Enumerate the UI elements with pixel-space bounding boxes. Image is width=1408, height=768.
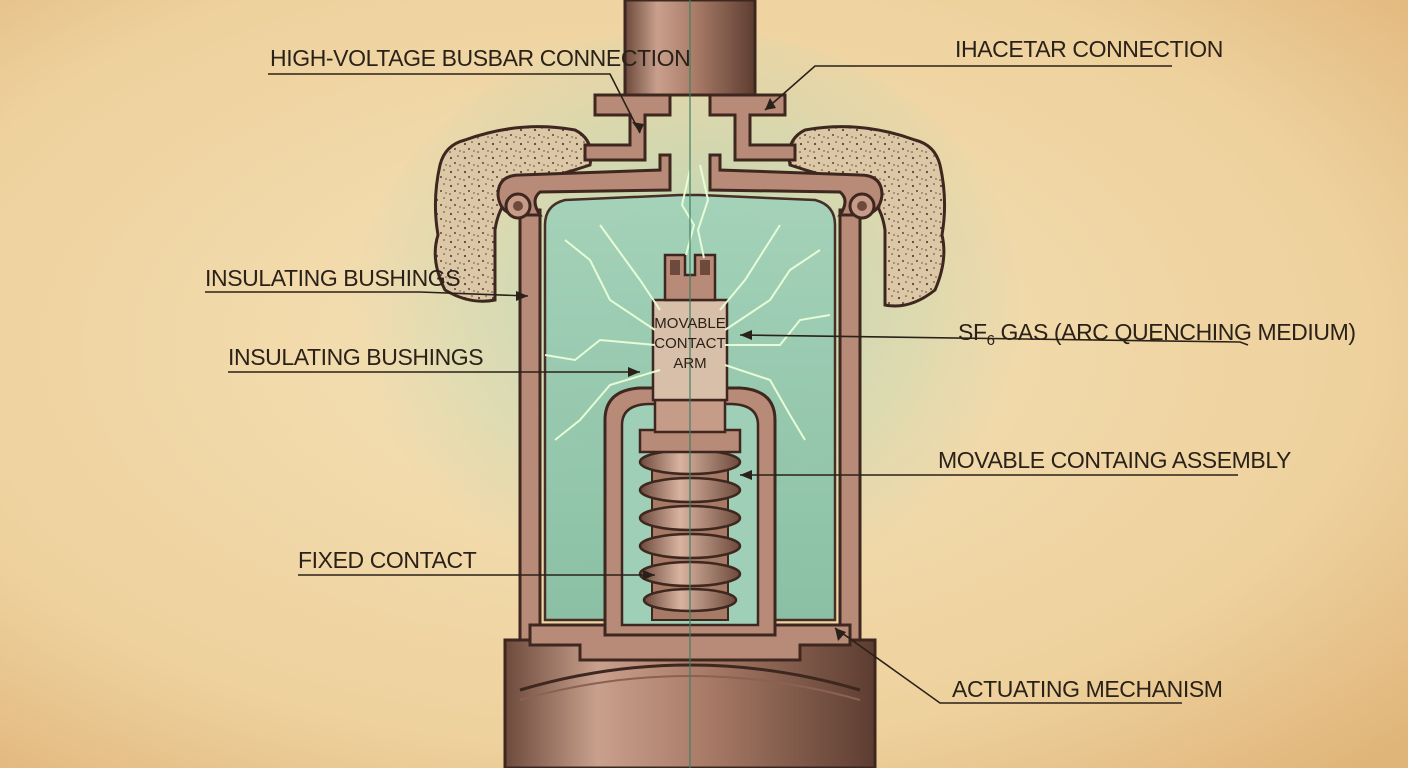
label-top-right-connection: IHACETAR CONNECTION (955, 36, 1223, 62)
label-movable-assembly: MOVABLE CONTAING ASSEMBLY (938, 447, 1291, 473)
label-sf6-prefix: SF (958, 319, 987, 345)
arm-label-line1: MOVABLE (654, 315, 725, 332)
electric-arcs (544, 164, 831, 441)
arm-label: MOVABLE CONTACT ARM (654, 315, 725, 372)
right-insulator (787, 125, 947, 308)
left-insulator (433, 125, 593, 303)
arm-label-line2: CONTACT (654, 335, 725, 352)
label-actuating-mechanism: ACTUATING MECHANISM (952, 676, 1223, 702)
label-insulating-bushings-1: INSULATING BUSHINGS (205, 265, 460, 291)
label-busbar-connection: HIGH-VOLTAGE BUSBAR CONNECTION (270, 45, 690, 71)
outer-housing (496, 153, 884, 642)
label-insulating-bushings-2: INSULATING BUSHINGS (228, 344, 483, 370)
leader-arrowheads (516, 98, 846, 641)
leader-lines (205, 65, 1249, 704)
arm-label-line3: ARM (673, 355, 706, 372)
label-sf6-subscript: 6 (987, 332, 995, 349)
label-sf6-gas: SF6 GAS (ARC QUENCHING MEDIUM) (958, 319, 1356, 349)
label-sf6-suffix: GAS (ARC QUENCHING MEDIUM) (995, 319, 1356, 345)
busbar-flanges (583, 93, 797, 162)
label-fixed-contact: FIXED CONTACT (298, 547, 477, 573)
